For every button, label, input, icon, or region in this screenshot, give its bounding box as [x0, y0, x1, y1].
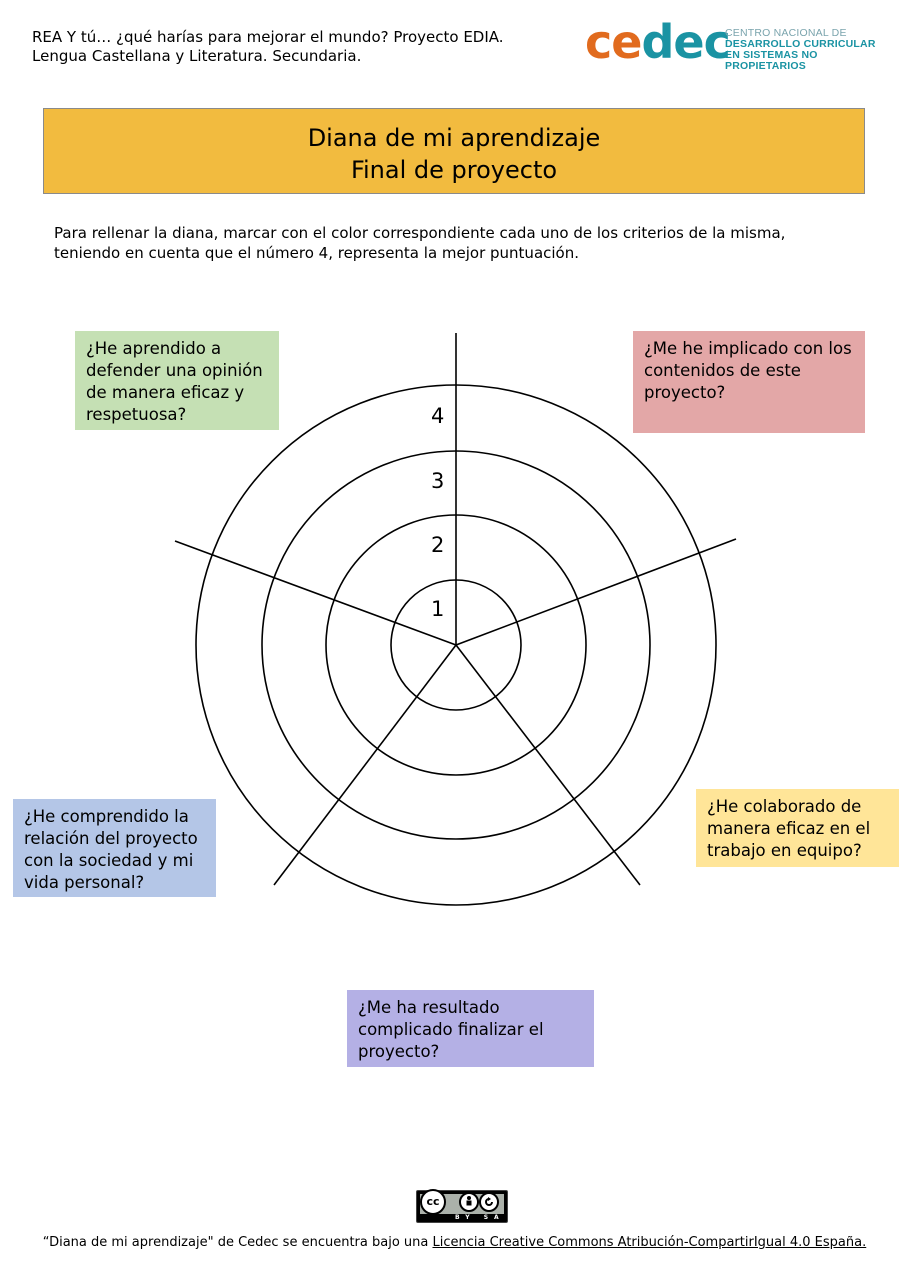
criterion-box-opinion: ¿He aprendido a defender una opinión de … — [75, 331, 279, 430]
criterion-text-line: ¿He colaborado de — [707, 797, 862, 816]
logo-sub-line-1: CENTRO NACIONAL DE — [725, 27, 847, 39]
page-subtitle: Final de proyecto — [350, 156, 558, 184]
ring-label-3: 3 — [431, 469, 444, 493]
target-axis-bottom-left — [273, 644, 457, 886]
criterion-text-line: manera eficaz en el — [707, 819, 871, 838]
target-axis-left — [174, 540, 457, 646]
criterion-text-line: complicado finalizar el — [358, 1020, 544, 1039]
share-alike-icon — [479, 1192, 499, 1212]
criterion-text-line: de manera eficaz y — [86, 383, 245, 402]
cedec-logo: cedec CENTRO NACIONAL DE DESARROLLO CURR… — [585, 15, 885, 72]
instructions-line-1: Para rellenar la diana, marcar con el co… — [54, 224, 786, 242]
license-footer-text: “Diana de mi aprendizaje" de Cedec se en… — [42, 1235, 433, 1250]
criterion-text-line: ¿Me he implicado con los — [644, 339, 852, 358]
criterion-text-line: respetuosa? — [86, 405, 187, 424]
ring-label-2: 2 — [431, 533, 444, 557]
cc-icon: cc — [420, 1189, 446, 1215]
criterion-text-line: vida personal? — [24, 873, 145, 892]
cc-license-badge[interactable]: cc BY SA — [416, 1189, 508, 1223]
circular-arrow-icon — [485, 1197, 493, 1206]
header-line-1: REA Y tú… ¿qué harías para mejorar el mu… — [32, 28, 504, 46]
cc-label-sa: SA — [483, 1214, 505, 1221]
title-banner: Diana de mi aprendizaje Final de proyect… — [43, 108, 865, 194]
criterion-text-line: proyecto? — [358, 1042, 440, 1061]
criterion-text-line: trabajo en equipo? — [707, 841, 862, 860]
page-title: Diana de mi aprendizaje — [307, 124, 601, 152]
criterion-text-line: defender una opinión — [86, 361, 263, 380]
logo-sub-line-3: EN SISTEMAS NO PROPIETARIOS — [725, 49, 818, 72]
criterion-box-difficulty: ¿Me ha resultado complicado finalizar el… — [347, 990, 594, 1067]
cedec-logo-subtitle: CENTRO NACIONAL DE DESARROLLO CURRICULAR… — [725, 28, 885, 72]
criterion-text-line: relación del proyecto — [24, 829, 198, 848]
criterion-box-implication: ¿Me he implicado con los contenidos de e… — [633, 331, 865, 433]
cc-label-by: BY — [455, 1214, 476, 1221]
instructions: Para rellenar la diana, marcar con el co… — [54, 223, 854, 263]
criterion-text-line: ¿He comprendido la — [24, 807, 189, 826]
logo-word-part1: ce — [585, 15, 642, 69]
attribution-icon — [459, 1192, 479, 1212]
header-line-2: Lengua Castellana y Literatura. Secundar… — [32, 47, 362, 65]
criterion-box-society: ¿He comprendido la relación del proyecto… — [13, 799, 216, 897]
criterion-text-line: ¿He aprendido a — [86, 339, 222, 358]
criterion-box-teamwork: ¿He colaborado de manera eficaz en el tr… — [696, 789, 899, 867]
target-axis-right — [455, 538, 737, 646]
cedec-logo-word: cedec — [585, 14, 731, 70]
criterion-text-line: con la sociedad y mi — [24, 851, 194, 870]
criterion-text-line: proyecto? — [644, 383, 726, 402]
logo-word-part2: dec — [641, 15, 730, 69]
logo-sub-line-2: DESARROLLO CURRICULAR — [725, 38, 876, 50]
criterion-text-line: contenidos de este — [644, 361, 801, 380]
target-axis-bottom-right — [455, 644, 641, 886]
cc-badge-labels: BY SA — [455, 1214, 505, 1221]
person-icon — [466, 1196, 472, 1206]
license-footer: “Diana de mi aprendizaje" de Cedec se en… — [0, 1235, 909, 1250]
ring-label-1: 1 — [431, 597, 444, 621]
criterion-text-line: ¿Me ha resultado — [358, 998, 500, 1017]
license-link[interactable]: Licencia Creative Commons Atribución-Com… — [432, 1235, 867, 1250]
document-header: REA Y tú… ¿qué harías para mejorar el mu… — [32, 28, 504, 66]
instructions-line-2: teniendo en cuenta que el número 4, repr… — [54, 244, 579, 262]
ring-label-4: 4 — [431, 404, 444, 428]
